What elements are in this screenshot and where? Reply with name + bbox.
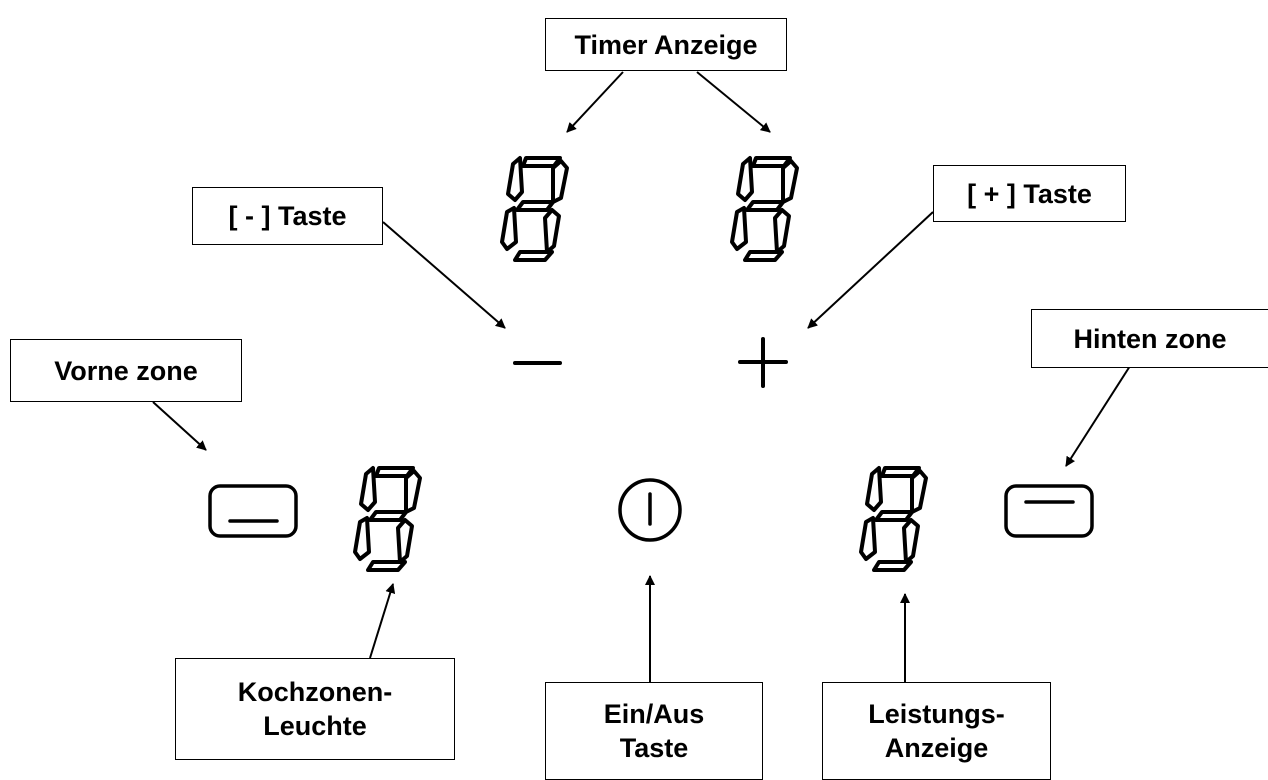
timer-display-label: Timer Anzeige (545, 18, 787, 71)
zone-light-label: Kochzonen- Leuchte (175, 658, 455, 760)
power-key-text-line1: Ein/Aus (603, 699, 705, 729)
plus-key-text: [ + ] Taste (967, 178, 1092, 209)
front-zone-arrow (152, 401, 207, 451)
power-level-label: Leistungs- Anzeige (822, 682, 1051, 780)
timer-digit-right (730, 156, 799, 262)
timer-display-text: Timer Anzeige (574, 29, 758, 60)
power-level-text-line1: Leistungs- (868, 699, 1005, 729)
power-key-text-line2: Taste (619, 733, 689, 763)
front-zone-text: Vorne zone (54, 355, 198, 386)
zone-light-text-line1: Kochzonen- (237, 677, 393, 707)
minus-key-text: [ - ] Taste (228, 201, 347, 231)
timer-digit-left (500, 156, 569, 262)
minus-key-arrow (382, 221, 506, 329)
rear-zone-icon[interactable] (1004, 484, 1094, 538)
front-zone-icon[interactable] (208, 484, 298, 538)
front-zone-power-digit (353, 466, 422, 572)
minus-key-label: [ - ] Taste (192, 187, 383, 245)
rear-zone-power-digit (859, 466, 928, 572)
front-zone-label: Vorne zone (10, 339, 242, 402)
timer-arrow-right (696, 71, 771, 133)
zone-light-text-line2: Leuchte (263, 711, 367, 741)
zone-light-arrow (369, 583, 396, 659)
rear-zone-arrow (1065, 365, 1131, 467)
plus-key-label: [ + ] Taste (933, 165, 1126, 222)
plus-icon[interactable] (738, 337, 788, 388)
plus-key-arrow (807, 211, 934, 329)
rear-zone-text: Hinten zone (1073, 323, 1227, 354)
power-level-text-line2: Anzeige (884, 733, 989, 763)
power-key-label: Ein/Aus Taste (545, 682, 763, 780)
power-icon[interactable] (618, 478, 682, 542)
rear-zone-label: Hinten zone (1031, 309, 1268, 368)
timer-arrow-left (566, 71, 624, 133)
